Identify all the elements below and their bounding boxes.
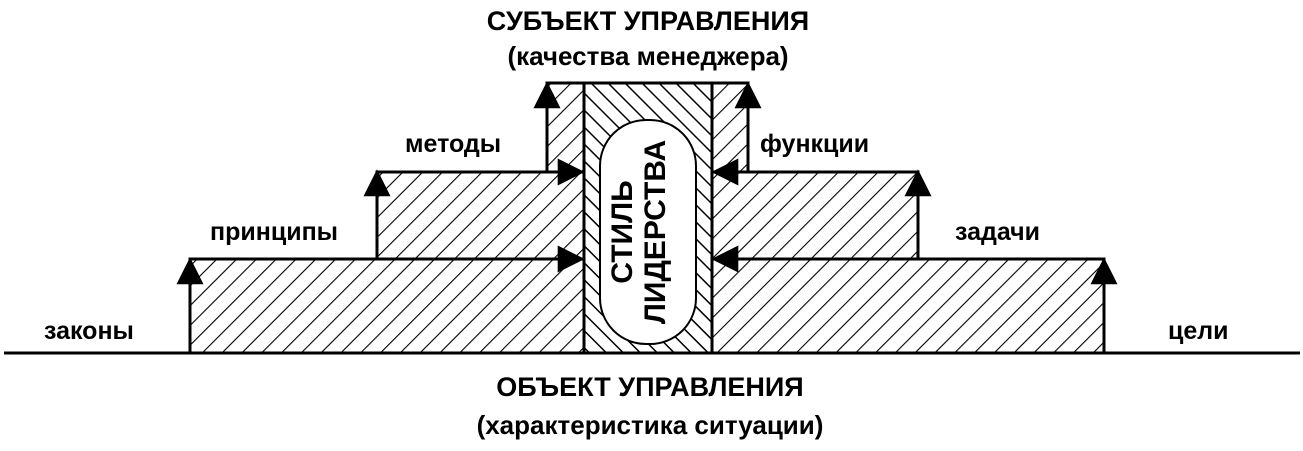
label-methods: методы [405, 130, 501, 158]
center-label-leadership: ЛИДЕРСТВА [639, 140, 672, 324]
left-steps-block [188, 81, 586, 355]
object-subtitle: (характеристика ситуации) [477, 410, 824, 440]
left-step-laws [188, 257, 586, 355]
subject-subtitle: (качества менеджера) [507, 41, 788, 71]
right-step-tasks [710, 170, 920, 261]
left-step-methods [545, 81, 586, 174]
upward-arrows [176, 81, 1118, 353]
center-column [582, 81, 714, 355]
label-laws: законы [44, 317, 134, 345]
subject-title: СУБЪЕКТ УПРАВЛЕНИЯ [487, 6, 809, 36]
right-step-goals [710, 257, 1106, 355]
inward-arrows [190, 158, 1104, 273]
label-tasks: задачи [955, 218, 1040, 246]
center-label-style: СТИЛЬ [606, 180, 639, 283]
left-step-principles [375, 170, 586, 261]
center-oval [599, 119, 697, 345]
label-principles: принципы [210, 218, 338, 246]
right-steps-block [710, 81, 1106, 355]
right-step-functions [710, 81, 750, 174]
object-title: ОБЪЕКТ УПРАВЛЕНИЯ [496, 372, 803, 402]
label-functions: функции [760, 130, 869, 158]
label-goals: цели [1168, 317, 1229, 345]
